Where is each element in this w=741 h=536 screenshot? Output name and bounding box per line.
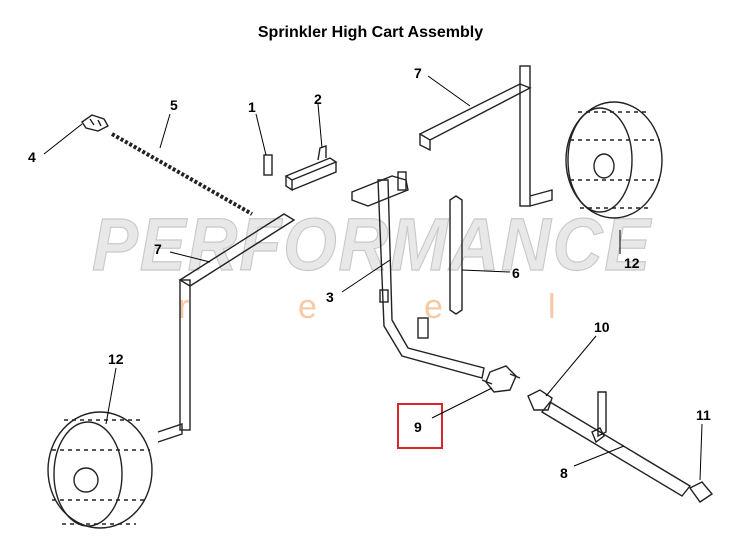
watermark-letter-4: l (548, 288, 556, 326)
watermark-letter-3: e (424, 288, 443, 326)
part-9-highlight-box (397, 403, 443, 449)
part-1-bracket (263, 154, 273, 176)
part-2-bracket (284, 145, 338, 192)
callout-5: 5 (170, 97, 178, 113)
part-7-upper-frame (418, 65, 553, 207)
callout-12-right: 12 (624, 255, 640, 271)
callout-10: 10 (594, 319, 610, 335)
part-12-left-wheel (47, 411, 153, 529)
callout-7-left: 7 (154, 241, 162, 257)
watermark-logo: PERFORMANCE (92, 203, 653, 286)
watermark-letter-2: e (298, 288, 317, 326)
callout-9: 9 (414, 419, 422, 435)
callout-12-left: 12 (108, 351, 124, 367)
part-5-chain (111, 132, 253, 216)
part-7-left-frame (157, 213, 296, 443)
callout-4: 4 (28, 149, 36, 165)
diagram-title: Sprinkler High Cart Assembly (257, 24, 484, 41)
part-11-cap (688, 481, 714, 503)
callout-3: 3 (326, 289, 334, 305)
part-3-upright-tube (351, 171, 485, 379)
part-12-right-wheel (565, 101, 663, 219)
part-10-coupler (527, 389, 553, 411)
callout-7-upper: 7 (414, 65, 422, 81)
callout-11: 11 (696, 407, 711, 423)
part-9-fitting (481, 365, 521, 393)
leader-lines (43, 75, 703, 481)
callout-6: 6 (512, 265, 520, 281)
part-6-strap (449, 195, 463, 315)
watermark-letter-1: r (178, 288, 189, 326)
callout-1: 1 (248, 99, 256, 115)
callout-numbers: 4 5 1 2 7 7 3 6 12 12 9 10 8 11 (28, 65, 711, 481)
part-8-lower-tube (540, 391, 692, 497)
callout-2: 2 (314, 91, 322, 107)
callout-8: 8 (560, 465, 568, 481)
watermark: PERFORMANCE r e e l (91, 202, 653, 326)
part-4-clip (81, 114, 109, 132)
